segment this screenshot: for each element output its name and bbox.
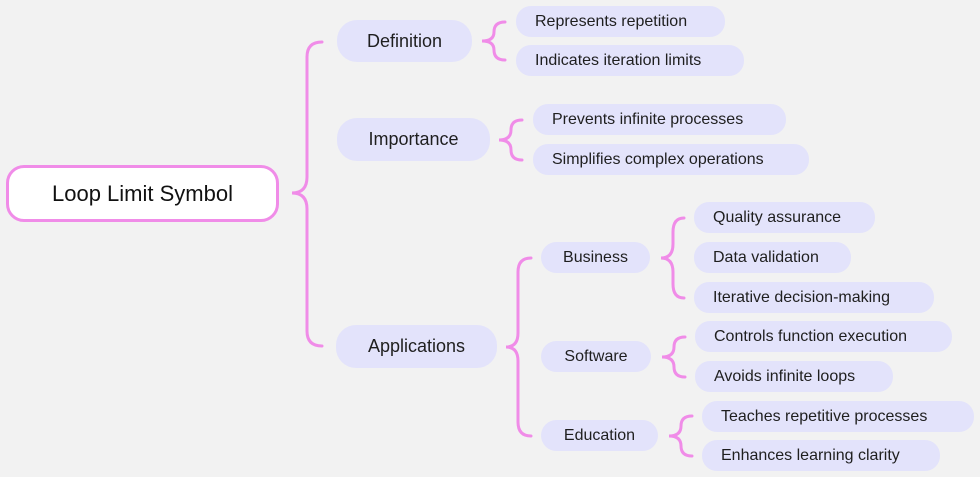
importance-item-2[interactable]: Simplifies complex operations xyxy=(533,144,809,175)
root-node[interactable]: Loop Limit Symbol xyxy=(6,165,279,222)
definition-item-1[interactable]: Represents repetition xyxy=(516,6,725,37)
importance-brace xyxy=(498,118,524,162)
importance-item-1[interactable]: Prevents infinite processes xyxy=(533,104,786,135)
business-node[interactable]: Business xyxy=(541,242,650,273)
education-item-1[interactable]: Teaches repetitive processes xyxy=(702,401,974,432)
education-item-2[interactable]: Enhances learning clarity xyxy=(702,440,940,471)
software-brace xyxy=(661,335,687,379)
root-brace xyxy=(291,40,324,348)
definition-node[interactable]: Definition xyxy=(337,20,472,62)
business-item-2[interactable]: Data validation xyxy=(694,242,851,273)
definition-brace xyxy=(481,20,507,62)
software-node[interactable]: Software xyxy=(541,341,651,372)
business-brace xyxy=(660,216,686,300)
software-item-1[interactable]: Controls function execution xyxy=(695,321,952,352)
applications-brace xyxy=(505,256,533,438)
education-brace xyxy=(668,414,694,458)
importance-node[interactable]: Importance xyxy=(337,118,490,161)
education-node[interactable]: Education xyxy=(541,420,658,451)
software-item-2[interactable]: Avoids infinite loops xyxy=(695,361,893,392)
applications-node[interactable]: Applications xyxy=(336,325,497,368)
business-item-1[interactable]: Quality assurance xyxy=(694,202,875,233)
definition-item-2[interactable]: Indicates iteration limits xyxy=(516,45,744,76)
business-item-3[interactable]: Iterative decision-making xyxy=(694,282,934,313)
